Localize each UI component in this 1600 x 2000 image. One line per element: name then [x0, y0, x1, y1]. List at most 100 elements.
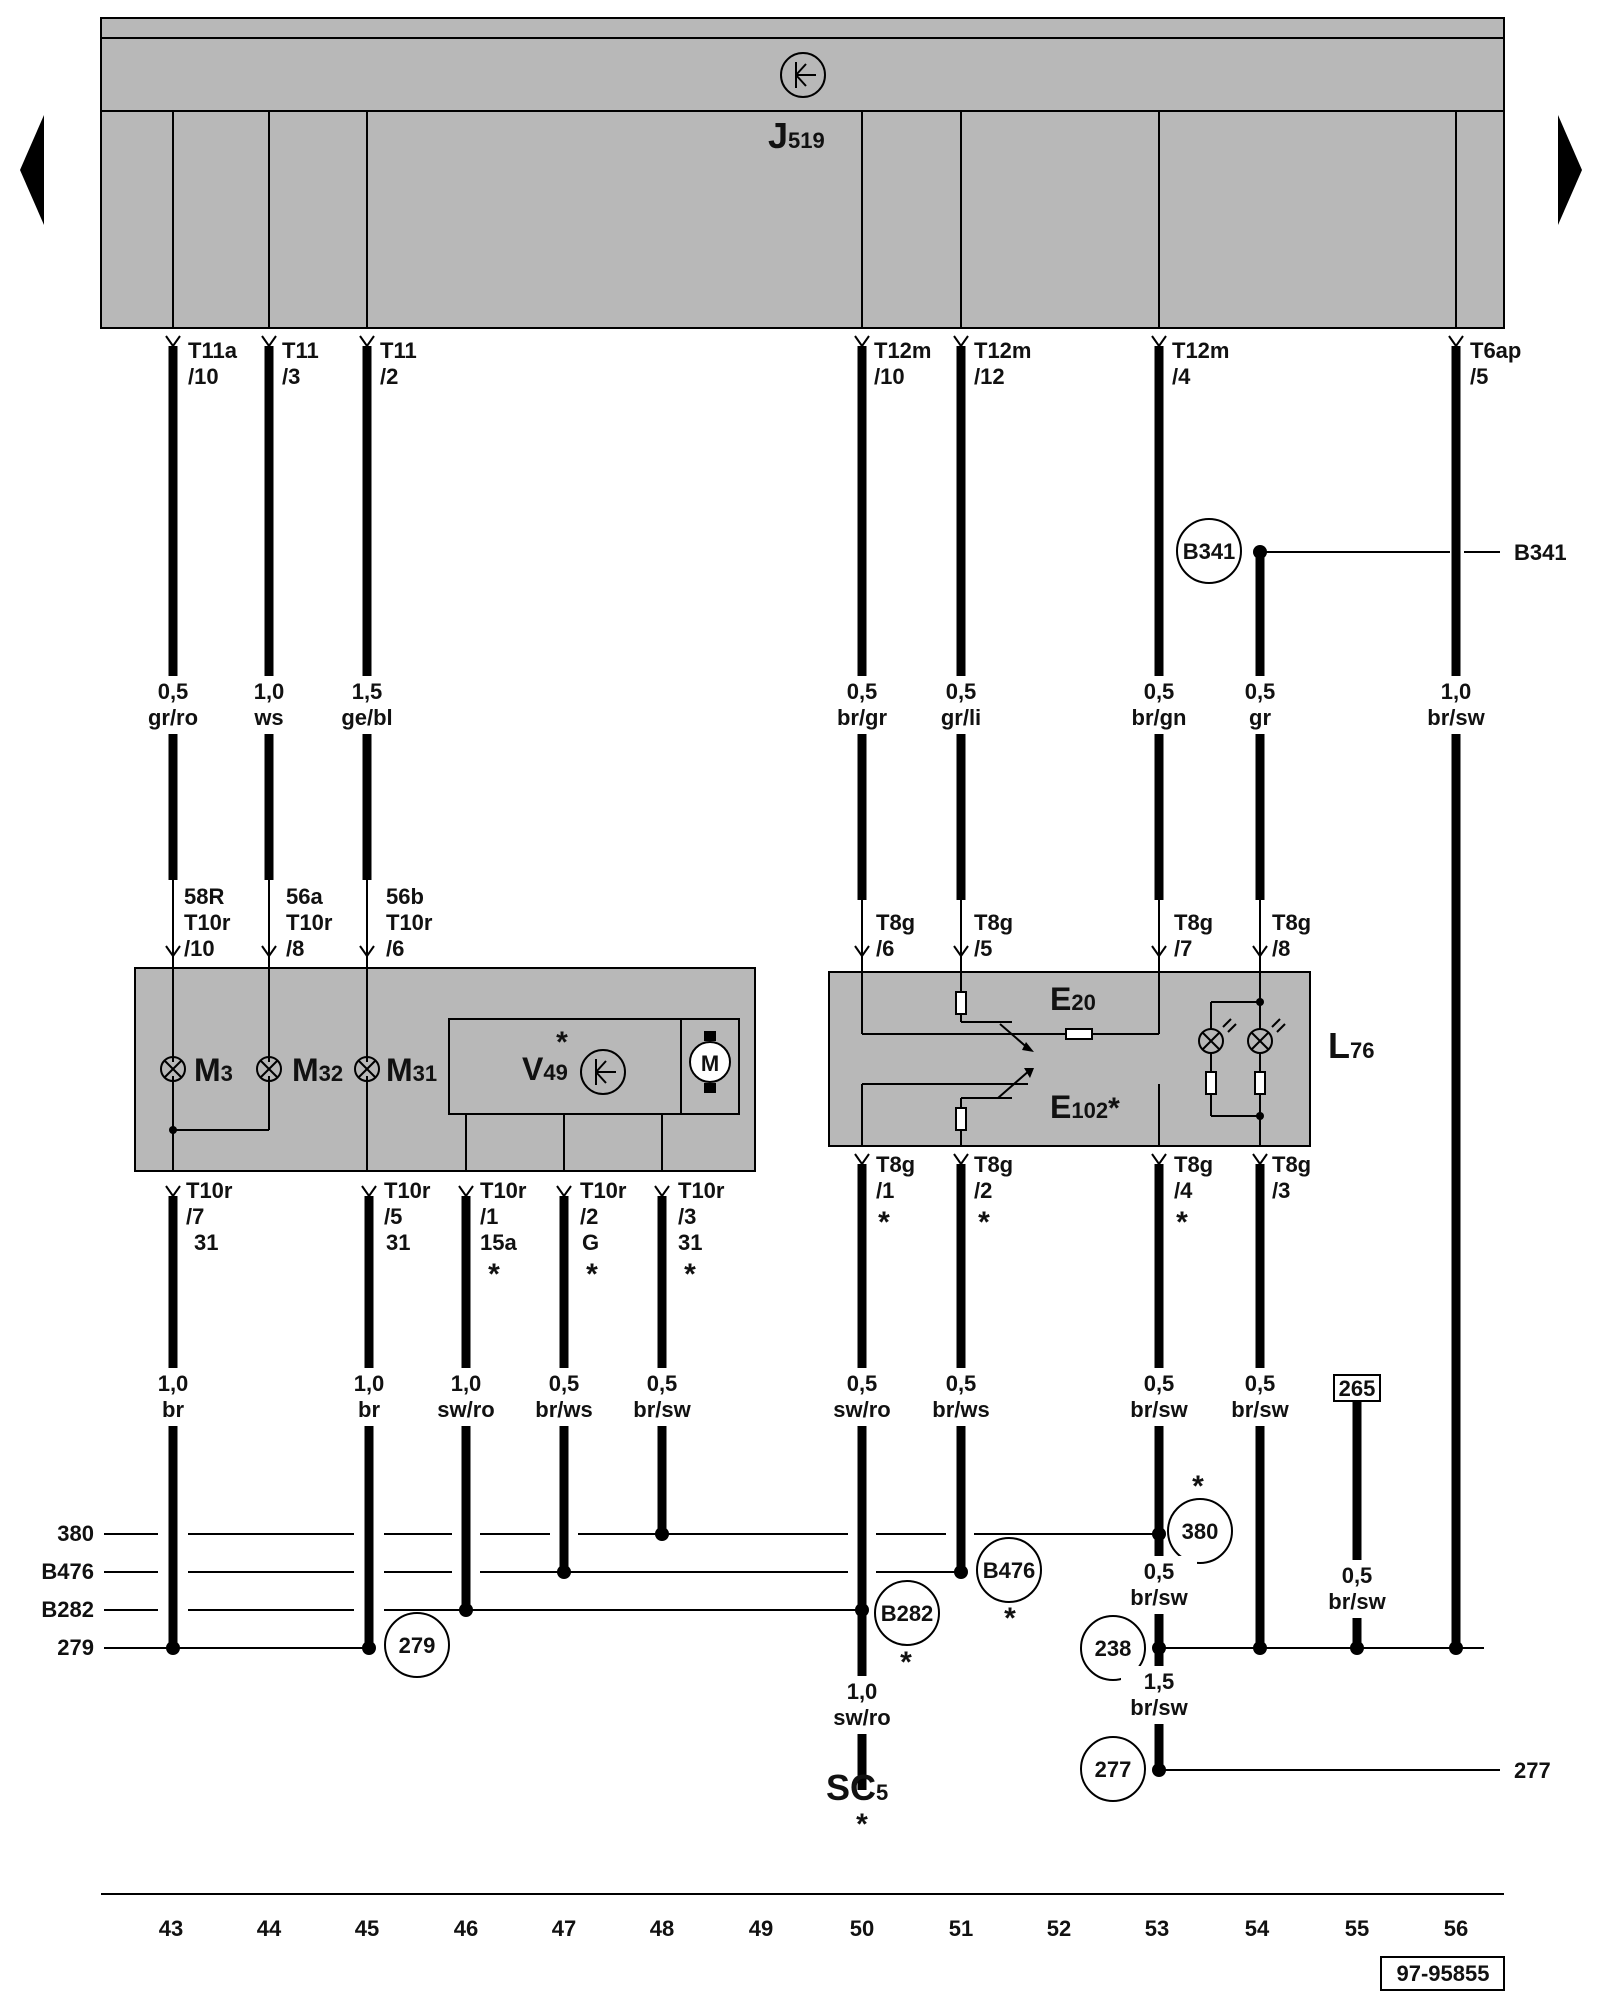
- svg-text:gr: gr: [1249, 705, 1271, 730]
- connector-label: T6ap: [1470, 338, 1521, 363]
- svg-text:T10r: T10r: [580, 1178, 627, 1203]
- svg-text:B476: B476: [983, 1558, 1036, 1583]
- svg-text:br/sw: br/sw: [1130, 1397, 1188, 1422]
- svg-text:265: 265: [1339, 1376, 1376, 1401]
- svg-text:/6: /6: [386, 936, 404, 961]
- connector-label: /2: [380, 364, 398, 389]
- component-e102: E102*: [1050, 1089, 1120, 1125]
- svg-text:31: 31: [194, 1230, 218, 1255]
- svg-text:0,5: 0,5: [1144, 1371, 1175, 1396]
- previous-page-arrow-icon[interactable]: [20, 115, 44, 225]
- component-m3: M3: [194, 1052, 233, 1088]
- svg-text:0,5: 0,5: [1245, 1371, 1276, 1396]
- b341-reference: B341: [1514, 540, 1567, 565]
- bus-label-279: 279: [57, 1635, 94, 1660]
- top-connector-arrows: [165, 335, 1464, 348]
- track-numbers: 43 44 45 46 47 48 49 50 51 52 53 54 55 5…: [159, 1916, 1468, 1941]
- svg-text:T8g: T8g: [1174, 1152, 1213, 1177]
- svg-text:279: 279: [399, 1633, 436, 1658]
- lamp-m3-icon: [160, 1056, 186, 1082]
- svg-text:/6: /6: [876, 936, 894, 961]
- track-number: 43: [159, 1916, 183, 1941]
- svg-text:/2: /2: [580, 1204, 598, 1229]
- connector-label: T12m: [974, 338, 1031, 363]
- svg-text:M: M: [701, 1051, 719, 1076]
- svg-text:0,5: 0,5: [1144, 1559, 1175, 1584]
- svg-text:0,5: 0,5: [946, 679, 977, 704]
- track-number: 55: [1345, 1916, 1369, 1941]
- svg-text:97-95855: 97-95855: [1397, 1961, 1490, 1986]
- component-m31: M31: [386, 1052, 437, 1088]
- control-unit-label: J519: [768, 115, 825, 156]
- svg-text:0,5: 0,5: [158, 679, 189, 704]
- svg-text:*: *: [856, 1808, 868, 1841]
- track-number: 51: [949, 1916, 973, 1941]
- b341-point: [1176, 518, 1242, 584]
- svg-text:56a: 56a: [286, 884, 323, 909]
- svg-text:ge/bl: ge/bl: [341, 705, 392, 730]
- svg-text:*: *: [878, 1206, 890, 1239]
- svg-text:/8: /8: [286, 936, 304, 961]
- l76-block: E20 E102*: [828, 971, 1374, 1147]
- track-number: 45: [355, 1916, 379, 1941]
- svg-text:*: *: [684, 1258, 696, 1291]
- b341-splice: B341 B341: [1176, 518, 1567, 584]
- svg-text:1,0: 1,0: [847, 1679, 878, 1704]
- svg-text:/5: /5: [384, 1204, 402, 1229]
- track-number: 56: [1444, 1916, 1468, 1941]
- svg-text:0,5: 0,5: [549, 1371, 580, 1396]
- v49-unit: M V49 *: [448, 1018, 740, 1171]
- svg-text:277: 277: [1095, 1757, 1132, 1782]
- electronic-symbol-icon: [580, 1049, 626, 1095]
- svg-text:0,5: 0,5: [1144, 679, 1175, 704]
- svg-text:br/ws: br/ws: [932, 1397, 989, 1422]
- reference-code: 97-95855: [1380, 1956, 1505, 1991]
- svg-text:/7: /7: [186, 1204, 204, 1229]
- svg-text:br/sw: br/sw: [1130, 1585, 1188, 1610]
- left-block-input-labels: 58R T10r /10 56a T10r /8 56b T10r /6: [165, 880, 433, 970]
- connector-label: /4: [1172, 364, 1191, 389]
- connector-label: T11: [380, 338, 417, 363]
- svg-text:/8: /8: [1272, 936, 1290, 961]
- lower-wire-labels: 1,0 br 1,0 br 1,0 sw/ro 0,5 br/ws 0,5 br…: [140, 1368, 1298, 1426]
- potentiometer-e20-icon: [999, 1023, 1034, 1052]
- svg-text:br/gn: br/gn: [1132, 705, 1187, 730]
- svg-text:br/sw: br/sw: [1130, 1695, 1188, 1720]
- next-page-arrow-icon[interactable]: [1558, 115, 1582, 225]
- svg-text:G: G: [582, 1230, 599, 1255]
- svg-text:/2: /2: [974, 1178, 992, 1203]
- point-b476: [976, 1537, 1042, 1603]
- svg-text:ws: ws: [253, 705, 283, 730]
- track-number: 50: [850, 1916, 874, 1941]
- connector-label: /5: [1470, 364, 1488, 389]
- top-connector-labels: T11a /10 T11 /3 T11 /2 T12m /10 T12m /12…: [188, 338, 1521, 389]
- svg-text:T8g: T8g: [1174, 910, 1213, 935]
- svg-text:br/gr: br/gr: [837, 705, 888, 730]
- svg-text:br/sw: br/sw: [633, 1397, 691, 1422]
- ground-points: 380 * B476 * B282 * 279 238 277: [384, 1470, 1233, 1802]
- svg-text:1,5: 1,5: [1144, 1669, 1175, 1694]
- track-number: 53: [1145, 1916, 1169, 1941]
- svg-text:31: 31: [386, 1230, 410, 1255]
- point-277: [1080, 1736, 1146, 1802]
- svg-text:T8g: T8g: [876, 910, 915, 935]
- bus-label-380: 380: [57, 1521, 94, 1546]
- component-v49: V49: [522, 1051, 568, 1087]
- svg-text:0,5: 0,5: [1342, 1563, 1373, 1588]
- svg-text:T8g: T8g: [974, 910, 1013, 935]
- bus-label-b476: B476: [41, 1559, 94, 1584]
- svg-text:1,0: 1,0: [254, 679, 285, 704]
- svg-text:br/sw: br/sw: [1231, 1397, 1289, 1422]
- svg-text:T8g: T8g: [974, 1152, 1013, 1177]
- svg-text:T10r: T10r: [678, 1178, 725, 1203]
- bus-lines: 380 B476 B282 279: [41, 1521, 1550, 1783]
- svg-text:T10r: T10r: [286, 910, 333, 935]
- svg-text:*: *: [900, 1646, 912, 1679]
- svg-text:gr/li: gr/li: [941, 705, 981, 730]
- connector-label: T12m: [1172, 338, 1229, 363]
- svg-text:gr/ro: gr/ro: [148, 705, 198, 730]
- track-number: 54: [1245, 1916, 1270, 1941]
- left-block-output-labels: T10r /7 31 T10r /5 31 T10r /1 15a * T10r…: [165, 1178, 725, 1291]
- svg-text:*: *: [586, 1258, 598, 1291]
- svg-text:/1: /1: [480, 1204, 498, 1229]
